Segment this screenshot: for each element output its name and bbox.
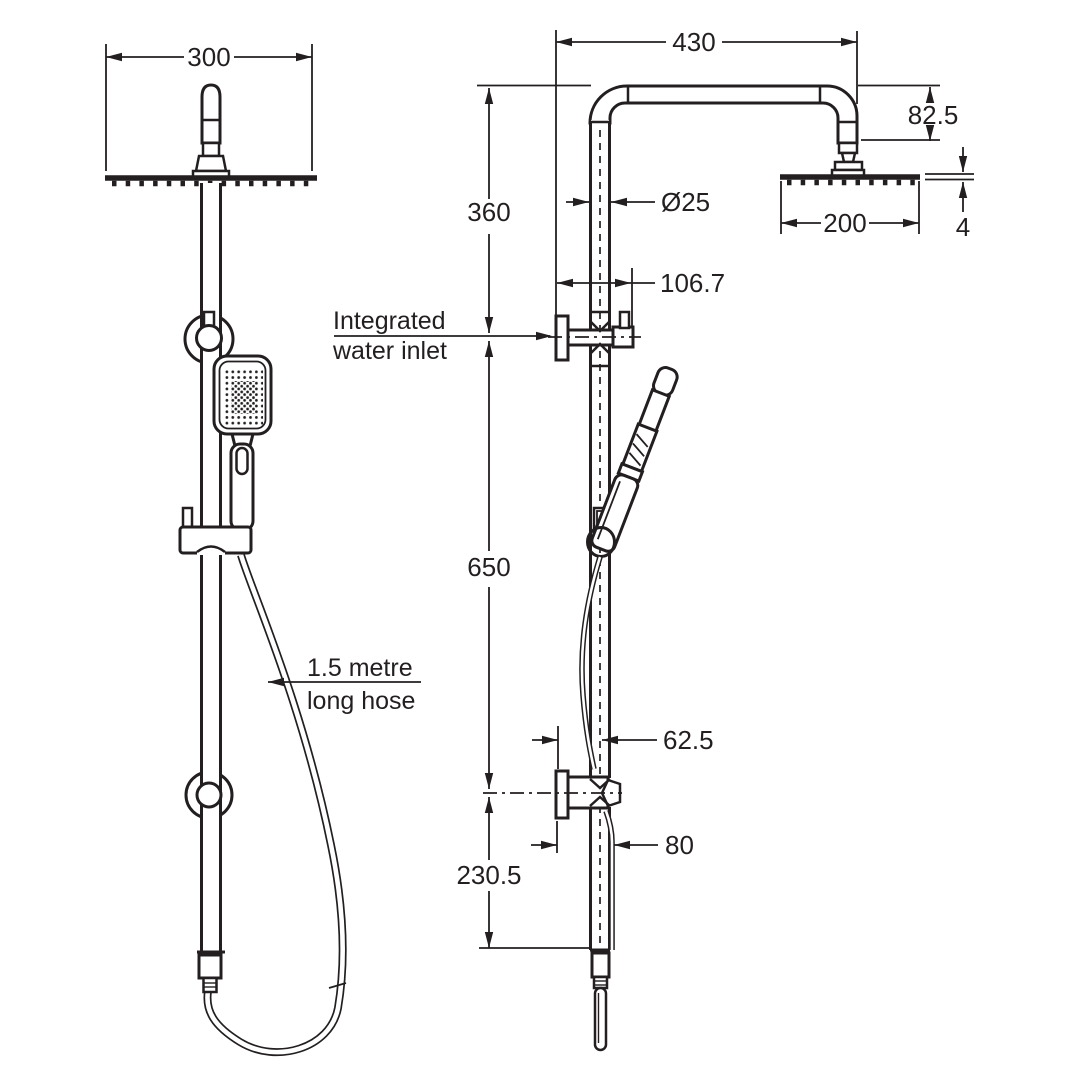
side-overhead-shower (780, 174, 920, 186)
side-holder-ring (586, 526, 616, 558)
dim-front-width: 300 (105, 42, 313, 171)
side-hose (579, 556, 615, 950)
label-hose: 1.5 metre long hose (268, 654, 421, 715)
front-ceiling-connector (191, 83, 231, 179)
dim-top-offset: 360 (467, 84, 591, 333)
label-water-inlet-line2: water inlet (332, 337, 447, 365)
dim-front-width-text: 300 (187, 42, 230, 72)
dim-bracket-offset: 62.5 (532, 725, 714, 769)
side-hand-shower (590, 366, 679, 553)
front-lower-ring-inner (195, 781, 223, 809)
label-hose-line1: 1.5 metre (307, 654, 413, 682)
side-bottom-fitting (590, 948, 611, 1052)
dim-bracket-offset-text: 62.5 (663, 725, 714, 755)
label-water-inlet: Integrated water inlet (332, 307, 552, 365)
side-head-connector (830, 141, 866, 178)
front-slider-clamp (178, 506, 253, 555)
dim-bottom-offset-text: 230.5 (456, 860, 521, 890)
dim-inlet-offset: 106.7 (557, 268, 725, 326)
front-hand-shower (212, 354, 273, 532)
dim-head-width: 200 (780, 181, 920, 238)
dim-bracket-width: 80 (531, 821, 694, 860)
label-hose-line2: long hose (307, 687, 415, 715)
side-arm (588, 84, 859, 145)
dim-arm-drop-text: 82.5 (908, 100, 959, 130)
front-rail-bottom-fitting (197, 950, 225, 994)
dim-head-thickness-text: 4 (956, 212, 970, 242)
front-view (105, 83, 347, 1057)
dimensions: 300 430 82.5 Ø25 (105, 27, 974, 949)
dim-arm-reach-text: 430 (672, 27, 715, 57)
dim-head-thickness: 4 (925, 147, 974, 242)
side-lower-bracket (483, 769, 622, 820)
label-water-inlet-line1: Integrated (333, 307, 446, 335)
dim-bracket-width-text: 80 (665, 830, 694, 860)
front-upper-ring-knob (195, 310, 223, 352)
dim-head-width-text: 200 (823, 208, 866, 238)
dim-top-offset-text: 360 (467, 197, 510, 227)
dim-pipe-diameter-text: Ø25 (661, 187, 710, 217)
dim-mid-offset: 650 (467, 341, 511, 789)
dim-mid-offset-text: 650 (467, 552, 510, 582)
front-overhead-shower (105, 175, 317, 187)
dim-pipe-diameter: Ø25 (566, 187, 710, 217)
dim-inlet-offset-text: 106.7 (660, 268, 725, 298)
front-hose (203, 553, 347, 1057)
dim-arm-reach: 430 (555, 27, 858, 315)
front-rail (200, 183, 222, 953)
side-view (483, 84, 920, 1052)
dim-bottom-offset: 230.5 (456, 797, 589, 949)
side-water-inlet-bracket (548, 310, 641, 368)
dim-arm-drop: 82.5 (858, 84, 959, 141)
